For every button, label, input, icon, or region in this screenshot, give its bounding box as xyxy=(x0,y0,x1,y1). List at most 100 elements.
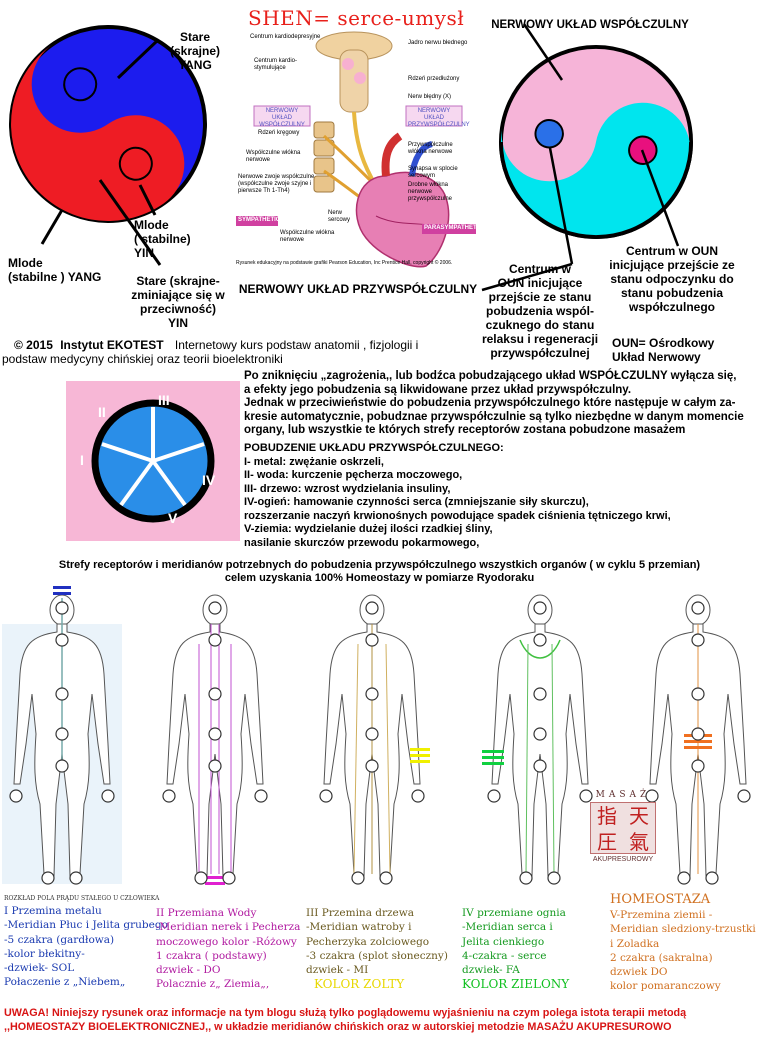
body-figure-metal xyxy=(2,586,122,884)
explanation-line: organy, lub wszystkie te których strefy … xyxy=(244,424,686,436)
heart-nervous-system-illustration xyxy=(236,31,476,268)
label-ganglia: Nerwowe zwoje współczulne (współczulne z… xyxy=(238,174,315,194)
element-label-1: I xyxy=(80,452,84,468)
explanation-line: kresie automatycznie, pobudznae przywspó… xyxy=(244,410,744,423)
seal-char: 氣 xyxy=(629,830,649,854)
legend-item: dzwiek - MI xyxy=(306,964,369,977)
label-medulla: Rdzeń przedłużony xyxy=(408,76,460,82)
label-sympathetic-fibers-2: Współczulne włókna nerwowe xyxy=(280,230,335,243)
explanation-line: Po zniknięciu „zagrożenia,, lub bodźca p… xyxy=(244,370,737,382)
element-label-2: II xyxy=(98,404,106,420)
copyright-line-1: © 2015 Instytut EKOTEST Internetowy kurs… xyxy=(14,338,418,352)
explanation-text: Po zniknięciu „zagrożenia,, lub bodźca p… xyxy=(244,370,744,438)
legend-item: 2 czakra (sakralna) xyxy=(610,951,713,964)
excitation-item: I- metal: zwężanie oskrzeli, xyxy=(244,455,384,468)
legend-item: KOLOR ZIELONY xyxy=(462,977,570,992)
copyright-line-2: podstaw medycyny chińskiej oraz teorii b… xyxy=(2,352,283,366)
label-sympathetic-fibers: Współczulne włókna nerwowe xyxy=(246,150,301,163)
legend-metal-title: ROZKŁAD POLA PRĄDU STAŁEGO U CZŁOWIEKA xyxy=(4,895,160,902)
oun-definition: OUN= Ośrodkowy Układ Nerwowy xyxy=(612,336,715,364)
legend-item: -Meridian nerek i Pecherza xyxy=(156,921,301,934)
five-elements-wheel xyxy=(66,381,240,541)
legend-item: IV przemiane ognia xyxy=(462,907,566,919)
legend-item: Meridian sledziony-trzustki xyxy=(610,923,756,936)
legend-item: 4-czakra - serce xyxy=(462,949,547,962)
legend-item: dzwiek DO xyxy=(610,966,668,979)
label-box-sympathetic: NERWOWY UKŁAD WSPÓŁCZULNY xyxy=(259,108,305,128)
legend-item: KOLOR ZOLTY xyxy=(314,977,405,992)
element-label-4: IV xyxy=(202,472,216,488)
legend-item: -Meridian Płuc i Jelita grubego xyxy=(4,919,168,932)
shen-title: SHEN= serce-umysł xyxy=(248,6,465,30)
label-box-parasympathetic: NERWOWY UKŁAD PRZYWSPÓŁCZULNY xyxy=(408,108,470,128)
legend-item: -Meridian watroby i xyxy=(306,921,412,934)
label-young-yang: Mlode (stabilne ) YANG xyxy=(8,256,102,284)
parasympathetic-caption: NERWOWY UKŁAD PRZYWSPÓŁCZULNY xyxy=(238,282,478,296)
legend-col-wood: III Przemina drzewa -Meridian watroby i … xyxy=(306,906,448,992)
excitation-item: IV-ogień: hamowanie czynności serca (zmn… xyxy=(244,496,589,508)
element-label-5: V xyxy=(168,510,178,526)
label-parasympathetic-fibers: Przywspółczulne włókna nerwowe xyxy=(408,142,453,155)
excitation-list: POBUDZENIE UKŁADU PRZYWSPÓŁCZULNEGO: I- … xyxy=(244,442,671,550)
legend-item: I Przemina metalu xyxy=(4,905,102,917)
legend-item: V-Przemina ziemii - xyxy=(610,909,713,921)
sympathetic-title: NERWOWY UKŁAD WSPÓŁCZULNY xyxy=(491,19,689,31)
massage-seal-label-bottom: AKUPRESUROWY xyxy=(592,856,654,863)
legend-item: moczowego kolor -Różowy xyxy=(156,935,297,948)
copyright-year: © 2015 xyxy=(14,338,53,352)
legend-item: Polacznie z„ Ziemia„, xyxy=(156,978,270,991)
body-figure-wood xyxy=(323,594,430,877)
legend-item: 1 czakra ( podstawy) xyxy=(156,949,267,962)
legend-item: dzwiek - DO xyxy=(156,964,221,977)
warning-line-2: ,,HOMEOSTAZY BIOELEKTRONICZNEJ,, w układ… xyxy=(4,1021,672,1033)
legend-homeostasis-title: HOMEOSTAZA xyxy=(610,892,711,907)
figure-credit: Rysunek edukacyjny na podstawie grafiki … xyxy=(236,260,453,266)
legend-item: Jelita cienkiego xyxy=(462,935,545,948)
label-cardiodepressive: Centrum kardiodepresyjne xyxy=(250,34,321,40)
excitation-title: POBUDZENIE UKŁADU PRZYWSPÓŁCZULNEGO: xyxy=(244,442,504,454)
heart-diagram-labels: Centrum kardiodepresyjne Jadro nerwu błe… xyxy=(236,26,483,276)
legend-item: -kolor błekitny- xyxy=(4,947,85,960)
legend-col-earth: HOMEOSTAZA V-Przemina ziemii - Meridian … xyxy=(610,892,756,994)
seal-char: 天 xyxy=(629,804,649,828)
legend-item: -dzwiek- SOL xyxy=(4,962,75,975)
legend-item: -3 czakra (splot słoneczny) xyxy=(306,949,448,962)
element-label-3: III xyxy=(158,392,170,408)
body-figure-water xyxy=(166,594,264,885)
explanation-line: Jednak w przeciwieństwie do pobudzenia p… xyxy=(244,397,736,409)
zones-heading-line-1: Strefy receptorów i meridianów potrzebny… xyxy=(58,559,701,571)
copyright-course: Internetowy kurs podstaw anatomii , fizj… xyxy=(174,338,419,352)
label-young-yin: Mlode ( stabilne) YIN xyxy=(134,218,191,260)
legend-item: dzwiek- FA xyxy=(462,964,520,977)
massage-seal: 指 天 圧 氣 xyxy=(590,802,656,854)
body-figure-fire xyxy=(482,594,589,877)
legend-item: Pecherzyka zolciowego xyxy=(306,935,430,948)
label-spinal-cord: Rdzeń kręgowy xyxy=(258,130,300,136)
oun-relax-dot xyxy=(534,119,564,149)
excitation-item: III- drzewo: wzrost wydzielania insuliny… xyxy=(244,482,451,495)
right-yinyang-pointer-lines xyxy=(481,23,680,292)
label-fine-fibers: Drobne włókna nerwowe przywspółczulne xyxy=(408,182,453,202)
left-yin-yang-symbol xyxy=(9,25,207,223)
legend-col-water: II Przemiana Wody -Meridian nerek i Pech… xyxy=(156,906,300,992)
label-cardiostimulating: Centrum kardio- stymulujące xyxy=(254,58,298,71)
label-parasympathetic-tag: PARASYMPATHETIC xyxy=(424,225,483,231)
excitation-item: II- woda: kurczenie pęcherza moczowego, xyxy=(244,469,463,481)
label-cardiac-nerve: Nerw sercowy xyxy=(328,210,351,223)
excitation-item: nasilanie skurczów przewodu pokarmowego, xyxy=(244,536,480,549)
label-old-yin: Stare (skrajne- zminiające się w przeciw… xyxy=(131,274,225,330)
massage-seal-label-top: MASAŻ xyxy=(595,790,651,800)
label-synapse: Synapsa w splocie sercowym xyxy=(408,166,458,179)
label-vagus-nucleus: Jadro nerwu błednego xyxy=(408,40,468,46)
zones-heading-line-2: celem uzyskania 100% Homeostazy w pomiar… xyxy=(224,572,535,584)
legend-item: i Zoladka xyxy=(610,937,660,950)
legend-item: III Przemina drzewa xyxy=(306,907,415,919)
legend-item: kolor pomaranczowy xyxy=(610,980,721,993)
legend-item: Połaczenie z „Niebem„ xyxy=(4,976,126,989)
legend-col-metal: ROZKŁAD POLA PRĄDU STAŁEGO U CZŁOWIEKA I… xyxy=(4,894,168,990)
left-yinyang-pointer-lines xyxy=(40,38,162,266)
legend-item: II Przemiana Wody xyxy=(156,907,257,919)
legend-col-fire: IV przemiane ognia -Meridian serca i Jel… xyxy=(462,906,569,992)
label-sympathetic-tag: SYMPATHETIC xyxy=(238,217,281,223)
label-oun-relax: Centrum w OUN inicjujące przejście ze st… xyxy=(481,262,599,360)
